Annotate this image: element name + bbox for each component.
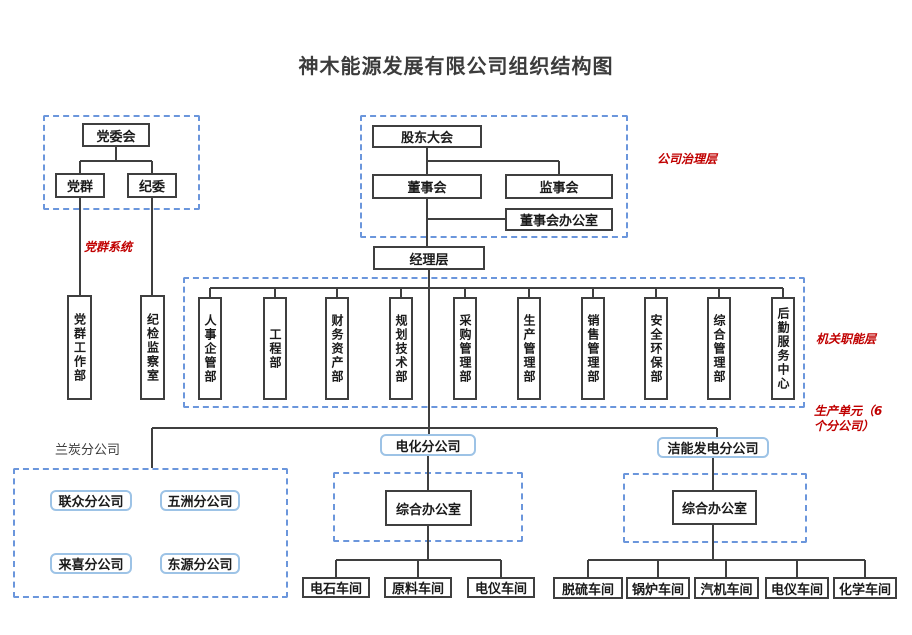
connector-line <box>716 428 718 437</box>
connector-line <box>210 287 783 289</box>
node-caiwu-zichan-bu: 财务资产部 <box>325 297 349 400</box>
node-jianshihui: 监事会 <box>505 174 613 199</box>
node-guolu-chejian: 锅炉车间 <box>626 577 690 599</box>
connector-line <box>274 288 276 297</box>
connector-line <box>587 560 589 577</box>
node-dongshihui-bangongshi: 董事会办公室 <box>505 208 613 231</box>
node-shengchan-guanli-bu: 生产管理部 <box>517 297 541 400</box>
node-jijian-jianchashi: 纪检监察室 <box>140 295 165 400</box>
node-zonghe-guanli-bu: 综合管理部 <box>707 297 731 400</box>
node-dongyuan-fengongsi: 东源分公司 <box>160 553 240 574</box>
node-dianshi-chejian: 电石车间 <box>302 577 370 598</box>
group-box-lantan-branch <box>13 468 288 598</box>
node-tuoliu-chejian: 脱硫车间 <box>553 577 623 599</box>
connector-line <box>151 161 153 173</box>
connector-line <box>428 270 430 434</box>
node-zonghe-bangongshi-2: 综合办公室 <box>672 490 757 525</box>
node-guihua-jishu-bu: 规划技术部 <box>389 297 413 400</box>
connector-line <box>152 427 717 429</box>
connector-line <box>782 288 784 297</box>
node-dongshihui: 董事会 <box>372 174 482 199</box>
connector-line <box>712 525 714 560</box>
annotation-shengchan-danyuan: 生产单元（6 个分公司） <box>814 404 883 433</box>
node-zonghe-bangongshi-1: 综合办公室 <box>385 490 472 526</box>
node-dianhua-fengongsi: 电化分公司 <box>380 434 476 456</box>
group-box-party-system <box>43 115 200 210</box>
group-box-functional-depts <box>183 277 805 408</box>
group-box-governance <box>360 115 628 238</box>
connector-line <box>427 218 505 220</box>
connector-line <box>712 458 714 490</box>
node-gongcheng-bu: 工程部 <box>263 297 287 400</box>
connector-line <box>79 161 81 173</box>
annotation-gongsi-zhiliceng: 公司治理层 <box>657 152 718 166</box>
node-dianyi-chejian-1: 电仪车间 <box>467 577 535 598</box>
connector-line <box>80 160 152 162</box>
node-dangqun: 党群 <box>55 173 105 198</box>
annotation-dangqun-xitong: 党群系统 <box>84 240 133 254</box>
node-laixi-fengongsi: 来喜分公司 <box>50 553 132 574</box>
connector-line <box>151 428 153 468</box>
node-jieneng-fadian-fengongsi: 洁能发电分公司 <box>657 437 769 458</box>
group-box-jieneng-admin <box>623 473 807 543</box>
connector-line <box>558 161 560 174</box>
connector-line <box>426 199 428 246</box>
connector-line <box>209 288 211 297</box>
node-huaxue-chejian: 化学车间 <box>833 577 897 599</box>
node-caigou-guanli-bu: 采购管理部 <box>453 297 477 400</box>
connector-line <box>718 288 720 297</box>
connector-line <box>417 560 419 577</box>
node-xiaoshou-guanli-bu: 销售管理部 <box>581 297 605 400</box>
page-title: 神木能源发展有限公司组织结构图 <box>298 54 614 78</box>
connector-line <box>796 560 798 577</box>
connector-line <box>400 288 402 297</box>
node-dangqun-gongzuobu: 党群工作部 <box>67 295 92 400</box>
connector-line <box>336 288 338 297</box>
connector-line <box>592 288 594 297</box>
node-houqin-fuwu-zhongxin: 后勤服务中心 <box>771 297 795 400</box>
connector-line <box>657 560 659 577</box>
node-yuanliao-chejian: 原料车间 <box>384 577 452 598</box>
connector-line <box>655 288 657 297</box>
annotation-lantan-fengongsi-label: 兰炭分公司 <box>55 443 121 458</box>
annotation-jiguan-zhinengceng: 机关职能层 <box>816 332 877 346</box>
connector-line <box>151 198 153 295</box>
connector-line <box>335 560 337 577</box>
connector-line <box>115 147 117 161</box>
connector-line <box>427 526 429 560</box>
connector-line <box>427 160 559 162</box>
connector-line <box>725 560 727 577</box>
node-jingliceng: 经理层 <box>373 246 485 270</box>
node-dangweihui: 党委会 <box>82 123 150 147</box>
node-dianyi-chejian-2: 电仪车间 <box>765 577 829 599</box>
connector-line <box>464 288 466 297</box>
connector-line <box>427 456 429 490</box>
node-qiji-chejian: 汽机车间 <box>694 577 759 599</box>
node-jiwei: 纪委 <box>127 173 177 198</box>
node-lianzhong-fengongsi: 联众分公司 <box>50 490 132 511</box>
node-gudong-dahui: 股东大会 <box>372 125 482 148</box>
connector-line <box>528 288 530 297</box>
node-wuzhou-fengongsi: 五洲分公司 <box>160 490 240 511</box>
node-renshi-qiguan-bu: 人事企管部 <box>198 297 222 400</box>
connector-line <box>864 560 866 577</box>
node-anquan-huanbao-bu: 安全环保部 <box>644 297 668 400</box>
connector-line <box>79 198 81 295</box>
connector-line <box>500 560 502 577</box>
